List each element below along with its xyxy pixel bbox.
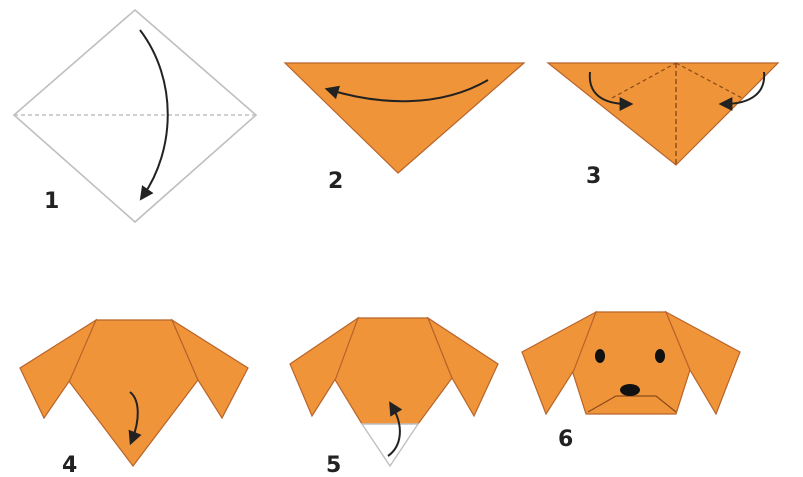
step-label-6: 6 [558, 427, 573, 452]
folded-flap [360, 423, 420, 468]
step-label-1: 1 [44, 189, 59, 214]
right-ear [170, 318, 249, 420]
step-label-4: 4 [62, 453, 77, 477]
fold-arrow [324, 79, 489, 103]
fold-arrow-right [718, 71, 766, 111]
right-ear [664, 310, 741, 416]
left-ear [521, 310, 598, 416]
paper-square-outline [12, 8, 258, 224]
fold-line-right [675, 62, 743, 99]
mouth-fold-line [587, 395, 677, 413]
step-1-figure: 1 [12, 8, 258, 224]
right-ear [426, 316, 499, 418]
step-label-5: 5 [326, 453, 341, 477]
left-ear [19, 318, 98, 420]
fold-arrow [128, 391, 142, 446]
head-shape [67, 319, 199, 467]
fold-arrow [139, 29, 169, 201]
step-5-figure: 5 [289, 316, 499, 477]
paper-triangle [546, 62, 780, 166]
nose [620, 384, 640, 396]
left-eye [595, 349, 605, 363]
fold-arrow-left [588, 71, 634, 111]
paper-triangle [283, 62, 526, 174]
step-6-figure: 6 [521, 310, 741, 452]
fold-line-left [611, 62, 677, 99]
right-eye [655, 349, 665, 363]
step-4-figure: 4 [19, 318, 249, 477]
step-3-figure: 3 [546, 62, 780, 189]
fold-arrow [387, 401, 403, 457]
step-2-figure: 2 [283, 62, 526, 194]
step-label-3: 3 [586, 164, 601, 189]
step-label-2: 2 [328, 169, 343, 194]
left-ear [289, 316, 360, 418]
